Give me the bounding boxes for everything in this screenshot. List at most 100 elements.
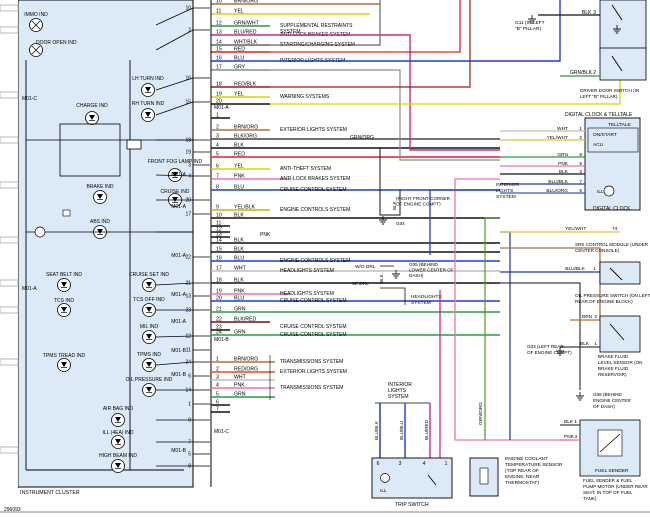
clock-wire-pin: 1	[579, 126, 582, 132]
trip-switch-pin: 4	[423, 461, 426, 467]
wire-pin-number: 14	[216, 40, 222, 46]
driver-door-switch-body	[599, 47, 647, 81]
wire-color-code: GRN	[234, 330, 246, 336]
indicator-label: TPMS IND	[137, 352, 161, 358]
wire-color-code: WHT	[234, 266, 247, 272]
brake-sensor-contact	[609, 323, 625, 341]
cruise-set-ind-icon-diode	[146, 282, 152, 287]
telltale-label: TELLTALE	[608, 122, 631, 128]
wire-pin-number: 3	[216, 375, 219, 381]
cluster-internal-wire	[155, 361, 194, 366]
wire-color-code: BLU	[234, 185, 244, 191]
front-fog-ind-icon-diode	[172, 172, 178, 177]
destination-system-label: HEADLIGHTS SYSTEM	[280, 291, 334, 297]
clock-wire-pin: 5	[579, 161, 582, 167]
wire-color-code: GRY	[234, 65, 246, 71]
wire-pin-number: 5	[216, 392, 219, 398]
tcs-ind-icon-diode	[61, 307, 67, 312]
wire-pin-number: 24	[216, 330, 222, 336]
wire-color-code: PNK	[234, 289, 245, 295]
indicator-label: MIL IND	[140, 324, 159, 330]
wire-color-code: BLK	[234, 213, 244, 219]
cluster-connector-id: M01-A	[171, 292, 186, 298]
indicator-label: OIL PRESSURE IND	[126, 377, 173, 383]
wht-blk-trunk	[270, 0, 381, 46]
indicator-label: FRONT FOG LAMP IND	[148, 159, 203, 165]
blk-vertical-label: BLK	[379, 273, 384, 283]
wire-pin-number: 16	[216, 256, 222, 262]
wire-color-code: BLK	[234, 143, 244, 149]
wire-color-code: BLK	[234, 238, 244, 244]
wire-color-code: YEL	[234, 92, 244, 98]
brake-wire-color: BRN	[582, 314, 593, 320]
wire-pin-number: 10	[216, 213, 222, 219]
wire-color-code: BLK/RED	[234, 317, 256, 323]
trip-switch-label: TRIP SWITCH	[395, 502, 429, 508]
wire-pin-number: 18	[216, 278, 222, 284]
coolant-wire-color: GRN/ORG	[478, 402, 484, 425]
wire-pin-number: 1	[216, 357, 219, 363]
cluster-pin-number: 22	[185, 255, 191, 261]
wire-pin-number: 7	[216, 174, 219, 180]
pnk-fuel-trunk	[454, 178, 575, 441]
transistor-icon	[34, 226, 46, 238]
destination-system-label: TRANSMISSIONS SYSTEM	[280, 385, 343, 391]
oil-pressure-switch-body	[599, 261, 641, 285]
wire-pin-number: 2	[216, 367, 219, 373]
wire-pin-number: 4	[216, 383, 219, 389]
cluster-pin-number: 9	[188, 418, 191, 424]
wire-color-code: BLK/ORG	[234, 134, 257, 140]
destination-system-label: ANTI-THEFT SYSTEM	[280, 166, 331, 172]
wire-pin-number: 6	[216, 400, 219, 406]
cluster-pin-number: 19	[185, 150, 191, 156]
wire-pin-number: 9	[216, 205, 219, 211]
g04-ground-wire	[379, 148, 401, 216]
cluster-pin-number: 4	[188, 174, 191, 180]
trip-ill-label: ILL	[380, 488, 387, 494]
cluster-pin-number: 17	[185, 212, 191, 218]
brn-brake-trunk	[500, 247, 601, 320]
digital-clock-label: DIGITAL CLOCK	[593, 206, 631, 212]
wire-pin-number: 15	[216, 47, 222, 53]
clock-wire-color: GRN	[557, 152, 568, 158]
wo-drl-label: W/O DRL	[355, 264, 376, 270]
wire-pin-number: 10	[216, 0, 222, 5]
cluster-left-pin-box	[0, 446, 19, 454]
digital-clock-body	[584, 117, 641, 211]
cluster-pin-number: 15	[185, 100, 191, 106]
fuel-signal-pin: 3	[574, 434, 577, 440]
wire-pin-number: 7	[216, 407, 219, 413]
indicator-label: AIR BAG IND	[103, 406, 134, 412]
seat-belt-ind-icon-diode	[61, 282, 67, 287]
cluster-pin-number: 3	[188, 163, 191, 169]
wire-pin-number: 2	[216, 125, 219, 131]
cluster-connector-id: M01-B	[171, 348, 186, 354]
connector-id-a: M01-A	[214, 105, 229, 111]
lh-turn-ind-icon-diode	[145, 87, 151, 92]
oil-pin: 1	[593, 266, 596, 272]
wire-color-code: BLU	[234, 256, 244, 262]
fuel-ground-color: BLK	[564, 419, 574, 425]
telltale-box	[587, 127, 639, 153]
wire-color-code: GRN	[234, 392, 246, 398]
wire-pin-number: 14	[216, 238, 222, 244]
connector-id-b: M01-B	[214, 337, 229, 343]
cluster-pin-number: 24	[185, 360, 191, 366]
red-blk-trunk	[270, 0, 471, 88]
wire-pin-number: 17	[216, 266, 222, 272]
trip-wire-color: BLU/BLK	[374, 420, 379, 440]
clock-wire-pin: 8	[579, 152, 582, 158]
wire-color-code: YEL	[234, 9, 244, 15]
cluster-pin-number: 16	[185, 76, 191, 82]
cluster-left-pin-box	[0, 26, 19, 34]
oil-switch-contact	[609, 267, 623, 281]
w-drl-label: W/ DRL	[352, 281, 369, 287]
trip-wire-color: BLU/RED	[424, 419, 429, 440]
wire-pin-number: 16	[216, 56, 222, 62]
rear-door-switch-body	[599, 0, 647, 51]
brake-ind-icon-diode	[97, 194, 103, 199]
indicator-label: ILL (4EA) IND	[103, 430, 134, 436]
wire-pin-number: 15	[216, 247, 222, 253]
